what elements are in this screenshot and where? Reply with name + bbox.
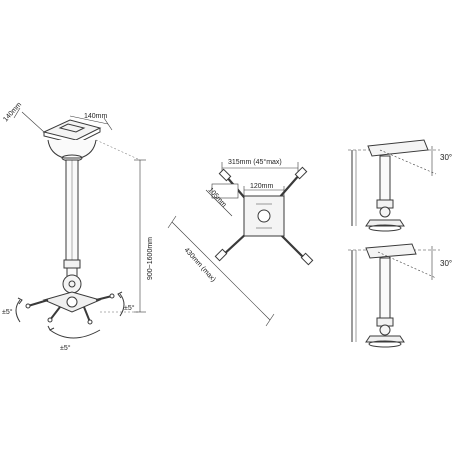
bracket-top-view [167,162,314,327]
plate-width-label: 140mm [2,101,23,123]
ceiling-plate [42,119,102,141]
bracket-width-label: 120mm [250,183,274,190]
swivel-arrow [49,329,101,339]
tilt-front-label: ±5° [124,304,135,312]
tilt-side-arrow-right [119,293,125,317]
top-collar [47,139,97,159]
side-view-top [348,139,440,232]
diagonal-label: 430mm (max) [183,247,217,284]
arm-span-label: 315mm (45°max) [228,158,282,166]
tilt-side-arrow-left [15,299,21,323]
height-range-label: 900~1600mm [147,237,154,280]
ball-joint [62,274,82,294]
side-view-bottom [348,243,440,348]
ceiling-mount [13,107,146,339]
tilt-side-label: ±5° [2,308,13,316]
tilt-angle-top-label: 30° [440,153,452,162]
spider-bracket [25,291,115,325]
swivel-label: ±5° [60,344,71,352]
plate-depth-label: 140mm [84,113,108,120]
tilt-angle-bottom-label: 30° [440,259,452,268]
